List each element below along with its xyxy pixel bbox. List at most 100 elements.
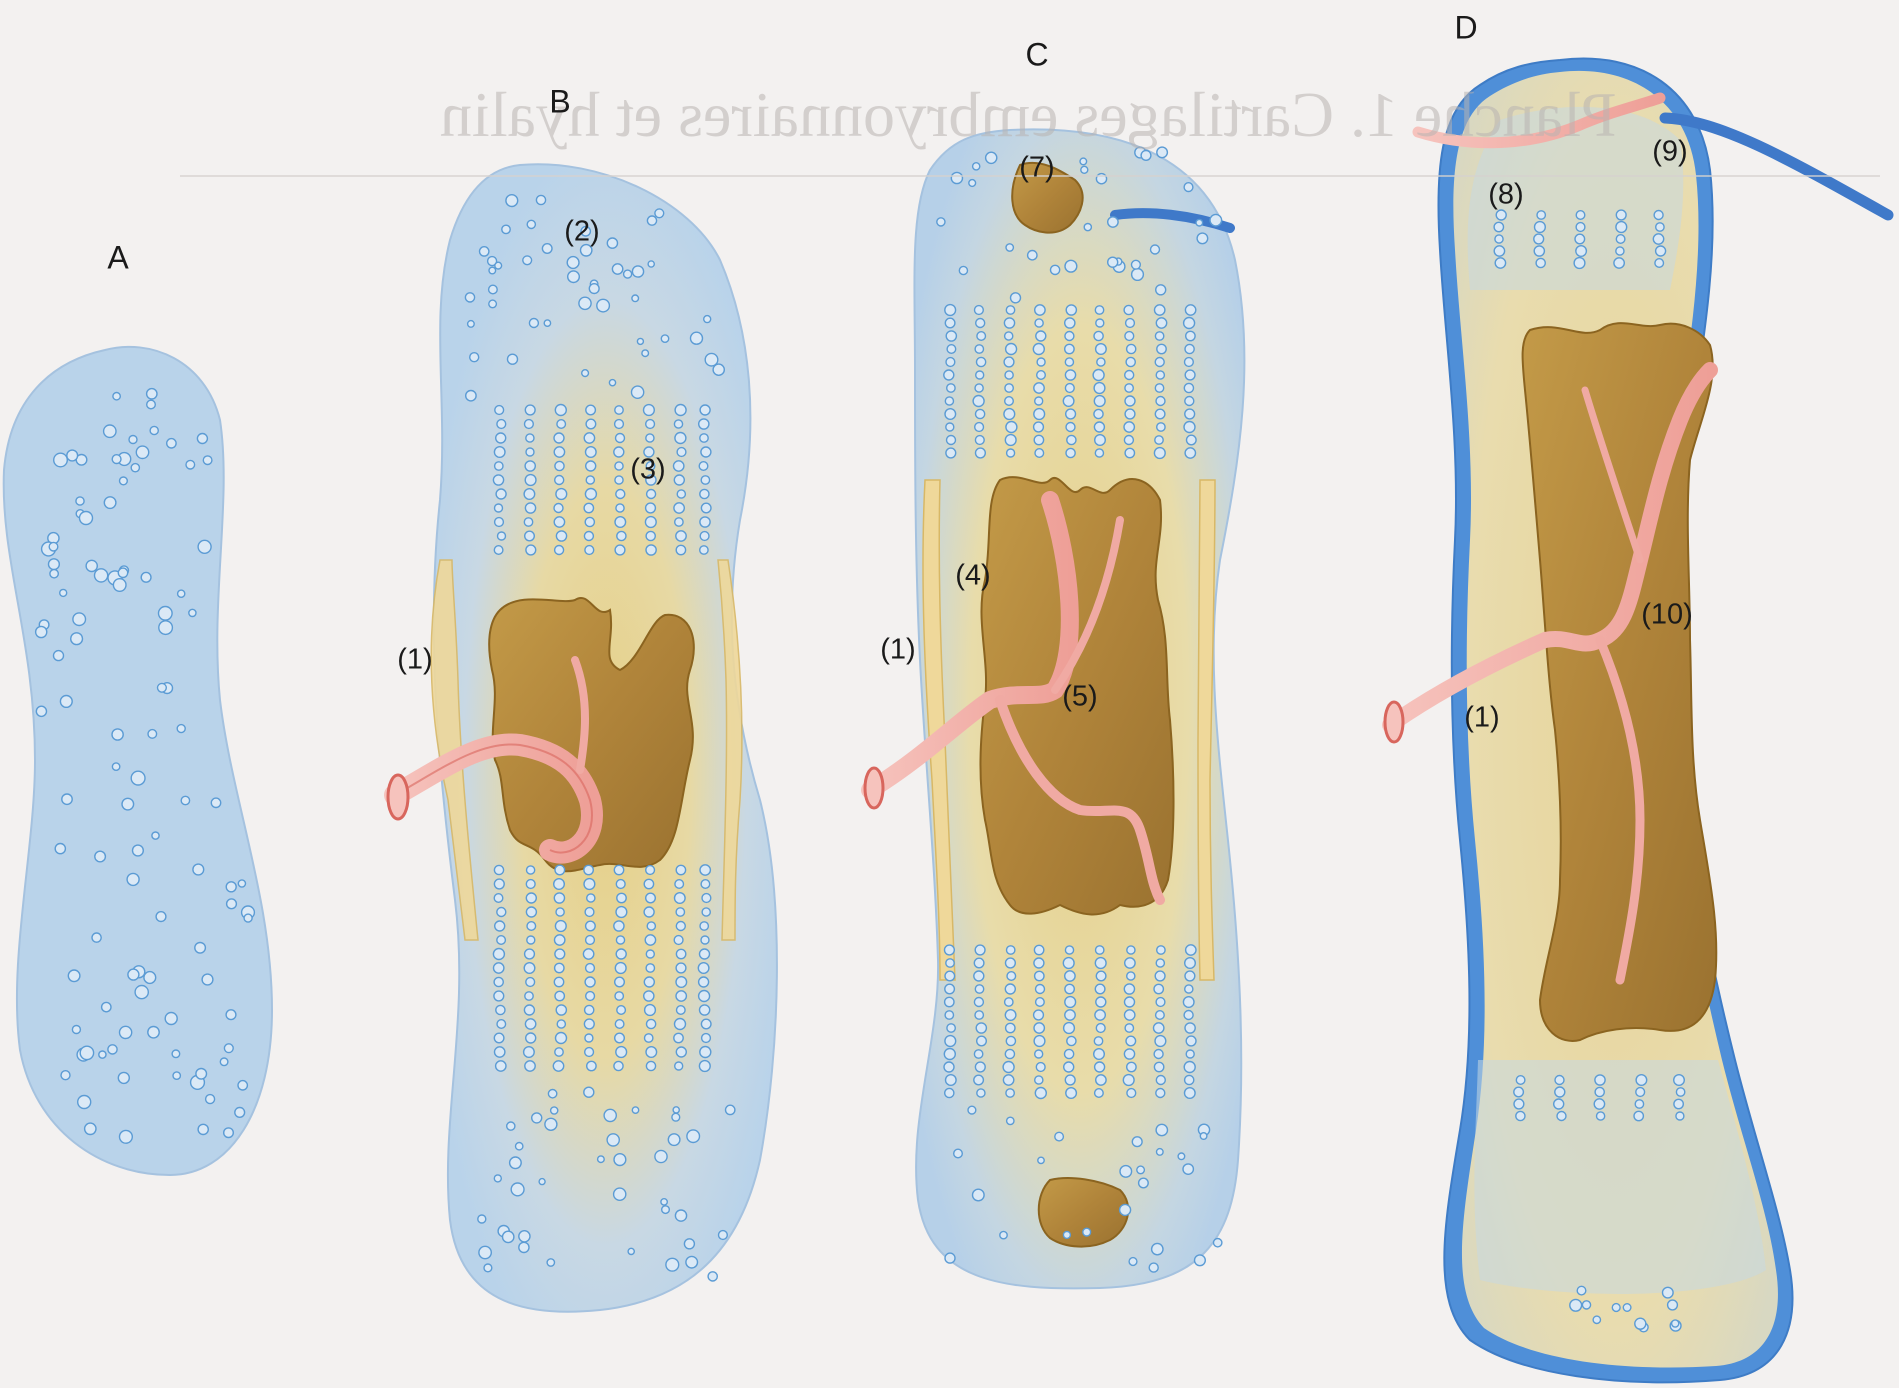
chondrocyte-lacuna	[1149, 1263, 1158, 1272]
chondrocyte-lacuna	[1003, 1062, 1014, 1073]
chondrocyte-lacuna	[676, 949, 685, 958]
chondrocyte-lacuna	[1081, 166, 1088, 173]
chondrocyte-lacuna	[1634, 1111, 1643, 1120]
chondrocyte-lacuna	[676, 963, 686, 973]
chondrocyte-lacuna	[489, 285, 498, 294]
chondrocyte-lacuna	[609, 380, 615, 386]
chondrocyte-lacuna	[1155, 971, 1165, 981]
chondrocyte-lacuna	[1137, 1166, 1145, 1174]
chondrocyte-lacuna	[238, 880, 245, 887]
show-through-heading: Planche 1. Cartilages embryonnaires et h…	[440, 78, 1617, 152]
chondrocyte-lacuna	[494, 865, 503, 874]
chondrocyte-lacuna	[1034, 383, 1044, 393]
chondrocyte-lacuna	[1656, 223, 1664, 231]
chondrocyte-lacuna	[1155, 332, 1163, 340]
chondrocyte-lacuna	[702, 894, 711, 903]
chondrocyte-lacuna	[579, 297, 591, 309]
chondrocyte-lacuna	[986, 152, 997, 163]
chondrocyte-lacuna	[466, 391, 476, 401]
chondrocyte-lacuna	[526, 434, 534, 442]
chondrocyte-lacuna	[198, 540, 211, 553]
chondrocyte-lacuna	[614, 1061, 623, 1070]
chondrocyte-lacuna	[127, 873, 139, 885]
chondrocyte-lacuna	[507, 1122, 515, 1130]
chondrocyte-lacuna	[976, 371, 984, 379]
chondrocyte-lacuna	[1156, 285, 1166, 295]
chondrocyte-lacuna	[615, 476, 623, 484]
chondrocyte-lacuna	[554, 893, 564, 903]
chondrocyte-lacuna	[647, 216, 656, 225]
chondrocyte-lacuna	[1063, 958, 1074, 969]
chondrocyte-lacuna	[1125, 448, 1134, 457]
chondrocyte-lacuna	[1127, 972, 1135, 980]
chondrocyte-lacuna	[1132, 260, 1141, 269]
chondrocyte-lacuna	[494, 879, 504, 889]
label-stage-c-1: (1)	[880, 634, 915, 667]
chondrocyte-lacuna	[1126, 1036, 1136, 1046]
chondrocyte-lacuna	[519, 1231, 530, 1242]
chondrocyte-lacuna	[945, 1253, 955, 1263]
chondrocyte-lacuna	[54, 651, 64, 661]
chondrocyte-lacuna	[1155, 436, 1163, 444]
chondrocyte-lacuna	[945, 1036, 956, 1047]
chondrocyte-lacuna	[60, 696, 72, 708]
chondrocyte-lacuna	[1654, 211, 1663, 220]
chondrocyte-lacuna	[1157, 423, 1165, 431]
chondrocyte-lacuna	[148, 1027, 159, 1038]
chondrocyte-lacuna	[616, 936, 624, 944]
chondrocyte-lacuna	[556, 489, 567, 500]
chondrocyte-lacuna	[976, 1023, 986, 1033]
chondrocyte-lacuna	[705, 353, 718, 366]
chondrocyte-lacuna	[1065, 984, 1074, 993]
chondrocyte-lacuna	[1616, 222, 1627, 233]
chondrocyte-lacuna	[526, 545, 536, 555]
chondrocyte-lacuna	[1635, 1100, 1643, 1108]
chondrocyte-lacuna	[977, 357, 986, 366]
chondrocyte-lacuna	[1033, 344, 1044, 355]
chondrocyte-lacuna	[644, 991, 654, 1001]
chondrocyte-lacuna	[674, 503, 684, 513]
chondrocyte-lacuna	[615, 545, 625, 555]
chondrocyte-lacuna	[617, 531, 626, 540]
chondrocyte-lacuna	[102, 1002, 111, 1011]
chondrocyte-lacuna	[113, 579, 126, 592]
chondrocyte-lacuna	[1534, 246, 1544, 256]
chondrocyte-lacuna	[493, 475, 503, 485]
chondrocyte-lacuna	[556, 908, 564, 916]
chondrocyte-lacuna	[1156, 1089, 1165, 1098]
chondrocyte-lacuna	[494, 991, 504, 1001]
chondrocyte-lacuna	[585, 489, 596, 500]
chondrocyte-lacuna	[553, 1061, 563, 1071]
chondrocyte-lacuna	[1185, 344, 1194, 353]
stage-b-artery-cut-end	[388, 775, 408, 819]
chondrocyte-lacuna	[510, 1157, 522, 1169]
chondrocyte-lacuna	[585, 1034, 593, 1042]
chondrocyte-lacuna	[646, 1061, 655, 1070]
chondrocyte-lacuna	[974, 958, 984, 968]
chondrocyte-lacuna	[532, 1113, 542, 1123]
chondrocyte-lacuna	[71, 633, 83, 645]
chondrocyte-lacuna	[544, 320, 550, 326]
chondrocyte-lacuna	[1120, 1166, 1132, 1178]
chondrocyte-lacuna	[700, 949, 710, 959]
chondrocyte-lacuna	[479, 1246, 491, 1258]
chondrocyte-lacuna	[615, 963, 626, 974]
chondrocyte-lacuna	[646, 950, 654, 958]
chondrocyte-lacuna	[67, 450, 78, 461]
chondrocyte-lacuna	[511, 1183, 524, 1196]
chondrocyte-lacuna	[1155, 409, 1165, 419]
chondrocyte-lacuna	[1055, 1132, 1064, 1141]
chondrocyte-lacuna	[645, 517, 656, 528]
chondrocyte-lacuna	[648, 261, 654, 267]
chondrocyte-lacuna	[700, 405, 710, 415]
chondrocyte-lacuna	[974, 971, 984, 981]
chondrocyte-lacuna	[1108, 257, 1118, 267]
chondrocyte-lacuna	[1036, 331, 1046, 341]
chondrocyte-lacuna	[1035, 1088, 1046, 1099]
chondrocyte-lacuna	[646, 531, 655, 540]
chondrocyte-lacuna	[551, 1107, 558, 1114]
chondrocyte-lacuna	[945, 997, 954, 1006]
chondrocyte-lacuna	[969, 180, 976, 187]
chondrocyte-lacuna	[484, 1264, 492, 1272]
chondrocyte-lacuna	[1184, 1011, 1193, 1020]
